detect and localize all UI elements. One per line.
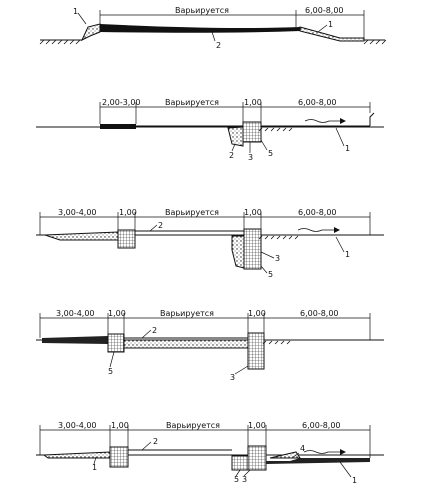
dimension-label: 1,00: [111, 421, 129, 430]
marker-label: 5: [234, 475, 239, 484]
marker-label: 1: [73, 7, 78, 16]
dimension-label: Варьируется: [166, 421, 220, 430]
arrowhead-icon: [340, 118, 346, 124]
dimension-label: Варьируется: [165, 98, 219, 107]
leader-line: [260, 139, 268, 151]
flow-arrow-icon: [297, 228, 334, 232]
marker-label: 3: [230, 373, 235, 382]
leader-line: [260, 265, 268, 274]
leader-line: [231, 143, 236, 152]
leader-line: [317, 24, 328, 33]
shoulder-material: [42, 451, 111, 459]
dimension-label: Варьируется: [175, 6, 229, 15]
curb-block: [242, 121, 262, 143]
marker-label: 3: [242, 475, 247, 484]
leader-line: [260, 251, 275, 259]
marker-label: 1: [328, 20, 333, 29]
marker-label: 5: [108, 367, 113, 376]
leader-line: [77, 12, 87, 25]
sand-fill: [231, 235, 245, 269]
road-base: [123, 339, 249, 349]
shoulder-material: [299, 26, 365, 42]
curb-block: [247, 332, 265, 370]
leader-line: [339, 461, 352, 478]
shoulder-material: [44, 231, 119, 241]
marker-label: 3: [248, 153, 253, 162]
leader-line: [235, 469, 241, 477]
leader-line: [335, 236, 345, 253]
dimension-label: 3,00-4,00: [58, 421, 97, 430]
dimension-label: 1,00: [248, 309, 266, 318]
dimension-label: 3,00-4,00: [58, 208, 97, 217]
curb-block: [247, 445, 267, 471]
dimension-label: 6,00-8,00: [302, 421, 341, 430]
curb-block: [117, 229, 136, 249]
dimension-label: 6,00-8,00: [305, 6, 344, 15]
marker-label: 4: [300, 444, 305, 453]
leader-line: [243, 469, 251, 477]
dimension-label: 1,00: [244, 208, 262, 217]
marker-label: 2: [229, 151, 234, 160]
dimension-label: 1,00: [108, 309, 126, 318]
ground-hatch: [258, 235, 299, 240]
section-panel-4: 3,00-4,00 1,00 Варьируется 1,00 6,00-8,0…: [36, 309, 384, 382]
marker-label: 1: [345, 144, 350, 153]
section-panel-2: 2,00-3,00 Варьируется 1,00 6,00-8,00 2 3…: [36, 98, 384, 162]
leader-line: [234, 365, 249, 375]
leader-line: [93, 456, 97, 465]
pavement-layer: [100, 124, 136, 129]
arrowhead-icon: [340, 449, 346, 455]
dimension-label: Варьируется: [165, 208, 219, 217]
leader-line: [141, 441, 152, 451]
marker-label: 5: [268, 149, 273, 158]
arrowhead-icon: [334, 227, 340, 233]
marker-label: 3: [275, 254, 280, 263]
post-marker: [369, 112, 375, 126]
sand-fill: [227, 126, 244, 147]
leader-line: [291, 452, 300, 459]
marker-label: 1: [92, 463, 97, 472]
section-panel-3: 3,00-4,00 1,00 Варьируется 1,00 6,00-8,0…: [36, 208, 384, 279]
marker-label: 5: [268, 270, 273, 279]
marker-label: 2: [158, 221, 163, 230]
pavement-layer: [266, 458, 370, 464]
ground-hatch: [39, 39, 81, 45]
ground-hatch: [363, 39, 387, 45]
flow-arrow-icon: [304, 119, 340, 123]
dimension-label: 6,00-8,00: [298, 208, 337, 217]
curb-block: [107, 333, 125, 353]
dimension-label: 1,00: [244, 98, 262, 107]
ground-hatch: [262, 340, 291, 345]
leader-line: [335, 127, 345, 147]
leader-line: [141, 329, 152, 339]
pavement-layer: [100, 24, 300, 33]
shoulder-material: [42, 336, 108, 344]
sand-fill: [269, 451, 301, 459]
dimension-label: 3,00-4,00: [56, 309, 95, 318]
section-panel-1: Варьируется 6,00-8,00 1 2 1: [39, 6, 387, 50]
dimension-label: 1,00: [119, 208, 137, 217]
marker-label: 2: [153, 437, 158, 446]
curb-block: [243, 228, 262, 270]
marker-label: 2: [216, 41, 221, 50]
marker-label: 2: [152, 326, 157, 335]
dimension-label: 6,00-8,00: [298, 98, 337, 107]
curb-block: [109, 446, 129, 468]
leader-line: [109, 351, 115, 368]
leader-line: [211, 31, 216, 42]
dimension-label: 1,00: [248, 421, 266, 430]
section-panel-5: 3,00-4,00 1,00 Варьируется 1,00 6,00-8,0…: [36, 421, 384, 485]
shoulder-material: [80, 23, 101, 42]
ground-hatch: [258, 127, 293, 132]
flow-arrow-icon: [303, 450, 340, 454]
marker-label: 1: [345, 250, 350, 259]
dimension-label: Варьируется: [160, 309, 214, 318]
dimension-label: 6,00-8,00: [300, 309, 339, 318]
leader-line: [149, 224, 158, 232]
marker-label: 1: [352, 476, 357, 485]
dimension-label: 2,00-3,00: [102, 98, 141, 107]
